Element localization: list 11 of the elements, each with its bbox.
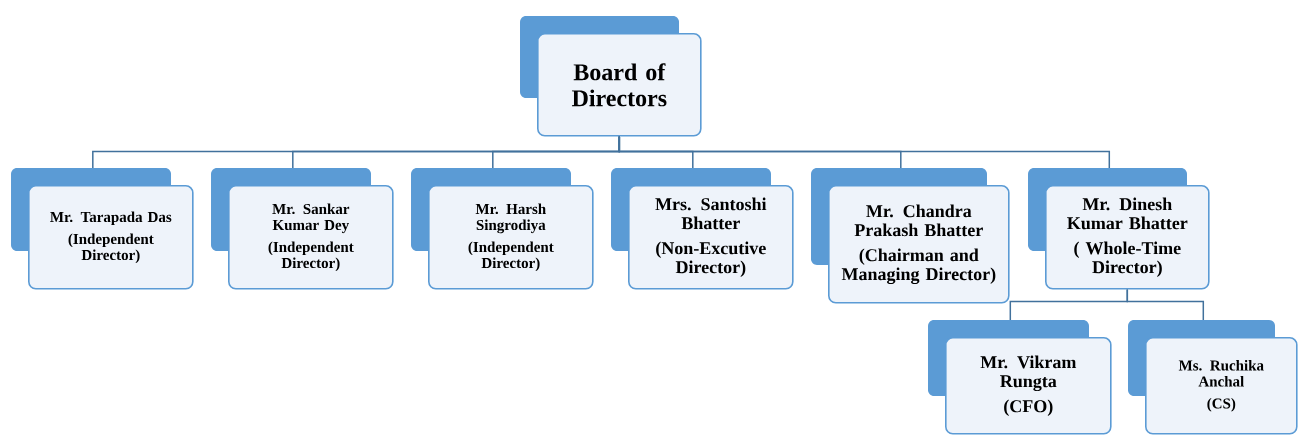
org-box: Mr. Harsh Singrodiya (Independent Director) — [411, 168, 594, 290]
org-box: Mr. Sankar Kumar Dey (Independent Director) — [211, 168, 394, 290]
org-box: Mr. Vikram Rungta (CFO) — [928, 320, 1112, 435]
org-box: Mr. Tarapada Das (Independent Director) — [11, 168, 194, 290]
org-box: Mr. Chandra Prakash Bhatter (Chairman and Managing Director) — [811, 168, 1010, 304]
org-box: Ms. Ruchika Anchal (CS) — [1128, 320, 1298, 435]
connector-line — [1126, 288, 1205, 321]
org-box: Board of Directors — [520, 16, 702, 137]
connector-line — [618, 135, 1111, 169]
org-box: Mrs. Santoshi Bhatter (Non-Excutive Director) — [611, 168, 794, 290]
org-box: Mr. Dinesh Kumar Bhatter ( Whole-Time Director) — [1028, 168, 1210, 290]
